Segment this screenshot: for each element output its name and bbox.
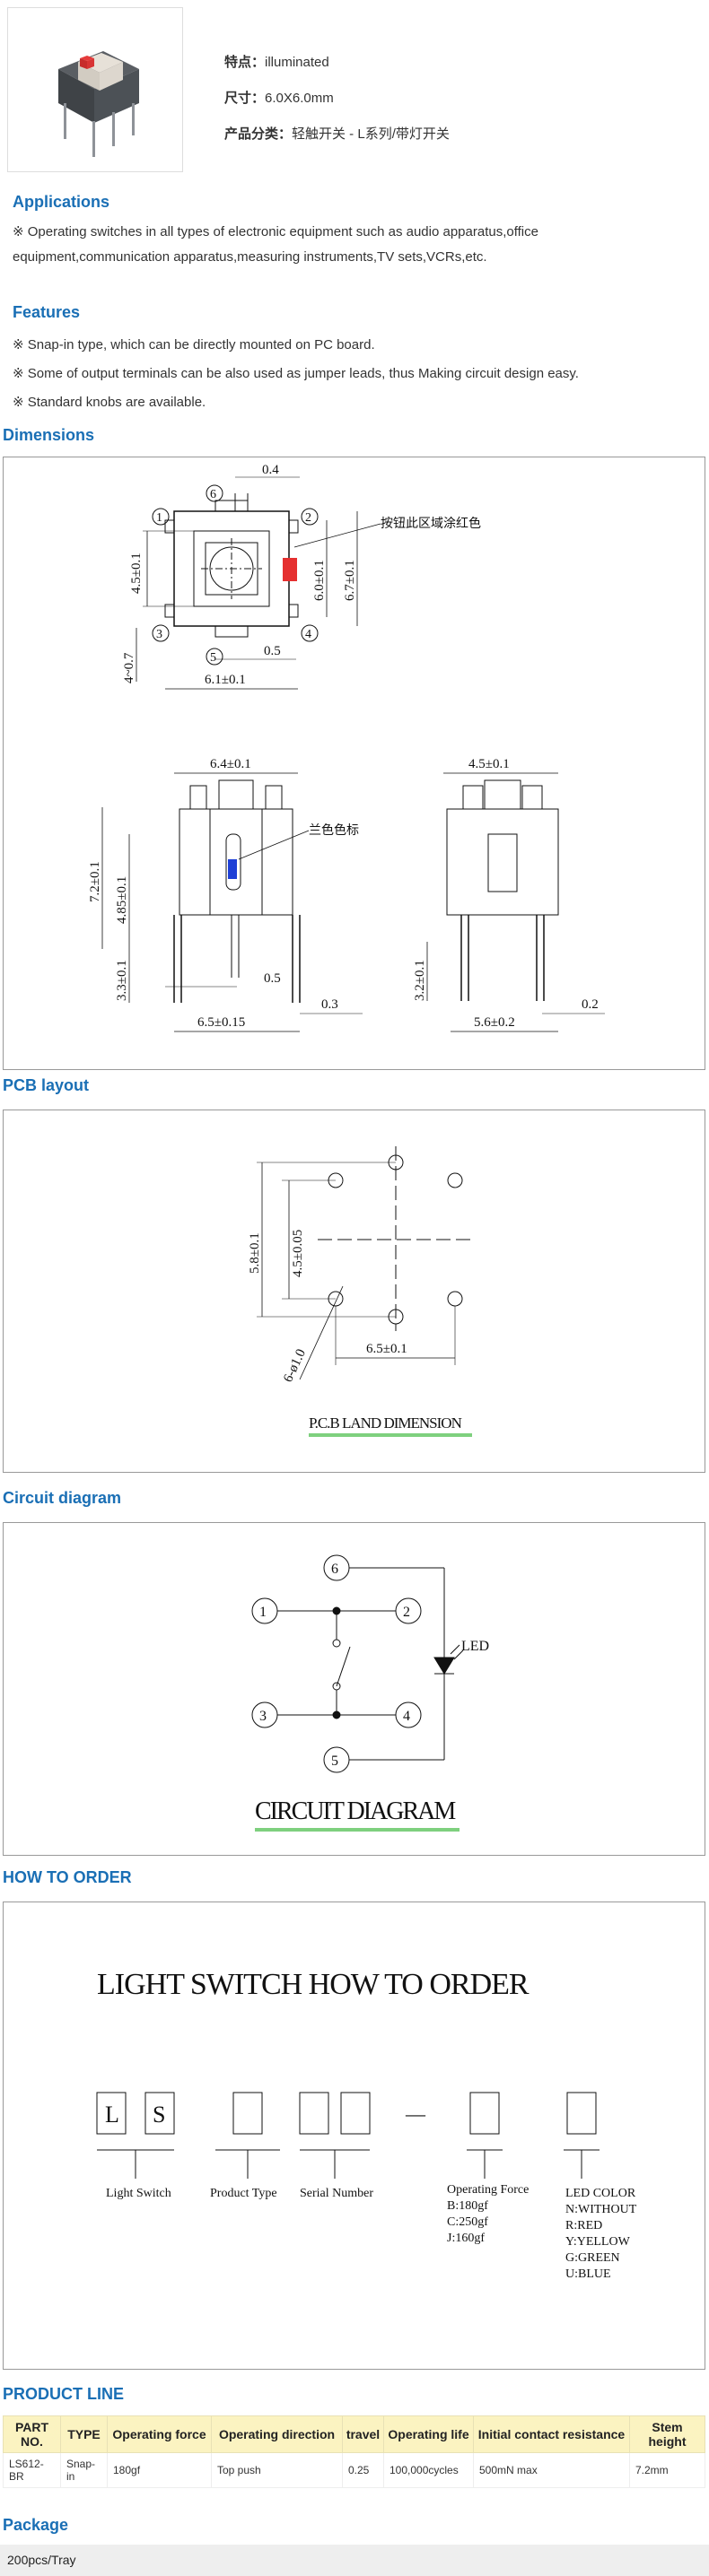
circuit-title: Circuit diagram: [3, 1489, 122, 1507]
led-option: R:RED: [565, 2219, 602, 2232]
order-label: Product Type: [210, 2187, 277, 2200]
order-label: LED COLOR: [565, 2187, 636, 2200]
terminal-number: 4: [403, 1709, 410, 1724]
feature-item: ※ Some of output terminals can be also u…: [13, 366, 579, 381]
terminal-number: 2: [403, 1605, 410, 1620]
table-cell: 180gf: [107, 2452, 212, 2488]
order-title: HOW TO ORDER: [3, 1868, 132, 1886]
dim-label: 0.5: [264, 644, 281, 658]
dim-label: 6.4±0.1: [210, 757, 251, 771]
led-option: G:GREEN: [565, 2251, 620, 2265]
column-header: Operating force: [107, 2415, 212, 2453]
order-box-letter: L: [105, 2102, 119, 2128]
led-option: N:WITHOUT: [565, 2203, 637, 2216]
dim-label: 0.4: [262, 463, 279, 477]
pcb-title: PCB layout: [3, 1076, 90, 1094]
circuit-drawing: 6 1 2 3 4 5 LED CIRCUIT DIAGRAM: [3, 1522, 705, 1856]
applications-title: Applications: [13, 193, 110, 211]
package-value: 200pcs/Tray: [0, 2545, 709, 2576]
pin-number: 4: [305, 628, 311, 641]
dim-label: 4.85±0.1: [115, 876, 129, 924]
pcb-dim: 5.8±0.1: [248, 1232, 262, 1274]
terminal-number: 1: [259, 1605, 267, 1620]
column-header: TYPE: [60, 2415, 108, 2453]
led-option: U:BLUE: [565, 2267, 611, 2281]
pin-number: 3: [156, 628, 162, 641]
pin-number: 6: [210, 488, 216, 501]
order-label: Operating Force: [447, 2183, 529, 2197]
dim-label: 4~0.7: [122, 652, 136, 683]
pin-number: 5: [210, 651, 216, 665]
features-title: Features: [13, 303, 81, 321]
product-line-table: PART NO. TYPE Operating force Operating …: [3, 2415, 705, 2488]
force-option: J:160gf: [447, 2232, 485, 2245]
product-line-title: PRODUCT LINE: [3, 2385, 124, 2403]
terminal-number: 5: [331, 1754, 338, 1769]
dim-label: 6.7±0.1: [343, 560, 357, 601]
order-label: Serial Number: [300, 2187, 373, 2200]
dim-label: 6.0±0.1: [312, 560, 327, 601]
led-option: Y:YELLOW: [565, 2235, 631, 2249]
pcb-drawing: 5.8±0.1 4.5±0.05 6.5±0.1 6-ø1.0 P.C.B LA…: [3, 1110, 705, 1473]
table-cell: 500mN max: [473, 2452, 630, 2488]
pcb-dim: 6.5±0.1: [366, 1342, 407, 1356]
table-cell: LS612-BR: [3, 2452, 61, 2488]
led-label: LED: [461, 1639, 489, 1654]
terminal-number: 3: [259, 1709, 267, 1724]
dim-label: 6.1±0.1: [205, 673, 246, 687]
table-cell: 0.25: [342, 2452, 384, 2488]
order-box-letter: S: [153, 2102, 165, 2128]
dim-label: 4.5±0.1: [468, 757, 510, 771]
table-header-row: PART NO. TYPE Operating force Operating …: [3, 2415, 705, 2453]
feature-item: ※ Snap-in type, which can be directly mo…: [13, 337, 375, 352]
table-cell: Snap-in: [60, 2452, 108, 2488]
order-drawing: LIGHT SWITCH HOW TO ORDER L S — Light Sw…: [3, 1902, 705, 2370]
terminal-number: 6: [331, 1562, 338, 1577]
spec-size: 尺寸：6.0X6.0mm: [224, 91, 334, 106]
table-cell: 100,000cycles: [383, 2452, 474, 2488]
dim-label: 3.3±0.1: [115, 960, 129, 1001]
dim-label: 0.3: [321, 997, 338, 1012]
dim-label: 0.2: [582, 997, 599, 1012]
table-row: LS612-BR Snap-in 180gf Top push 0.25 100…: [3, 2452, 705, 2488]
dim-label: 5.6±0.2: [474, 1015, 515, 1030]
column-header: Operating life: [383, 2415, 474, 2453]
product-image: [7, 7, 183, 172]
dimensions-drawing: 0.4 4.5±0.1 6.0±0.1 6.7±0.1 按钮此区域涂红色 4~0…: [3, 457, 705, 1070]
spec-feature: 特点：illuminated: [224, 55, 329, 70]
pin-number: 2: [305, 511, 311, 525]
order-label: Light Switch: [106, 2187, 171, 2200]
applications-text: ※ Operating switches in all types of ele…: [13, 224, 538, 265]
column-header: Stem height: [629, 2415, 705, 2453]
column-header: Operating direction: [211, 2415, 343, 2453]
force-option: B:180gf: [447, 2199, 488, 2213]
column-header: PART NO.: [3, 2415, 61, 2453]
dim-label: 0.5: [264, 971, 281, 986]
dimensions-title: Dimensions: [3, 426, 95, 444]
order-dash: —: [405, 2102, 426, 2125]
column-header: Initial contact resistance: [473, 2415, 630, 2453]
dim-label: 3.2±0.1: [413, 960, 427, 1001]
dim-label: 4.5±0.1: [129, 553, 144, 594]
package-title: Package: [3, 2516, 69, 2534]
pin-number: 1: [156, 511, 162, 525]
product-header: 特点：illuminated 尺寸：6.0X6.0mm 产品分类：轻触开关 - …: [7, 7, 707, 174]
order-heading: LIGHT SWITCH HOW TO ORDER: [97, 1968, 530, 2001]
dim-label: 6.5±0.15: [197, 1015, 245, 1030]
force-option: C:250gf: [447, 2215, 488, 2229]
feature-item: ※ Standard knobs are available.: [13, 395, 206, 410]
pcb-dim: 6-ø1.0: [281, 1347, 309, 1385]
blue-mark-note: 兰色色标: [309, 822, 359, 838]
table-cell: 7.2mm: [629, 2452, 705, 2488]
circuit-caption: CIRCUIT DIAGRAM: [255, 1797, 456, 1825]
red-area-note: 按钮此区域涂红色: [381, 516, 481, 531]
pcb-caption: P.C.B LAND DIMENSION: [309, 1414, 462, 1432]
pcb-dim: 4.5±0.05: [291, 1230, 305, 1277]
column-header: travel: [342, 2415, 384, 2453]
dim-label: 7.2±0.1: [88, 861, 102, 902]
spec-category: 产品分类：轻触开关 - L系列/带灯开关: [224, 126, 450, 142]
table-cell: Top push: [211, 2452, 343, 2488]
